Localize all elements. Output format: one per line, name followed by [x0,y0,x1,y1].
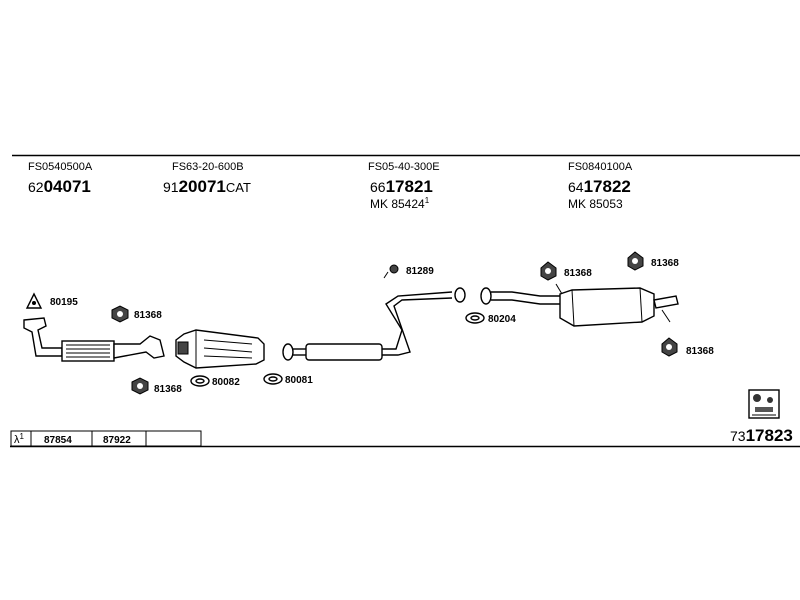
label-80082: 80082 [212,377,240,388]
rear-muffler [480,283,679,327]
label-81368: 81368 [564,268,592,279]
gasket-icon [190,375,210,387]
center-pipe-resonator [282,287,466,361]
assembly-number: 7317823 [730,426,793,445]
label-81368: 81368 [154,384,182,395]
rubber-mount-icon [540,261,557,281]
hanger-icon [383,264,399,279]
mk-number: MK 854241 [370,196,430,211]
label-81368: 81368 [686,346,714,357]
part-code: FS63-20-600B [172,161,244,173]
rubber-mount-icon [627,251,644,271]
part-code: FS05-40-300E [368,161,440,173]
gasket-icon [263,373,283,385]
part-number: 6417822 [568,177,631,196]
warning-triangle-icon [25,292,43,309]
part-header-3: FS05-40-300E 6617821 MK 854241 [368,161,440,211]
hardware-kit-icon [748,389,780,419]
footer-cell-1: 87854 [44,435,72,446]
lambda-symbol: λ1 [14,432,25,446]
catalytic-converter [175,329,265,369]
label-81289: 81289 [406,266,434,277]
part-header-1: FS0540500A 6204071 [28,161,93,196]
rubber-mount-icon [661,337,678,357]
part-number: 6204071 [28,177,91,196]
part-number: 6617821 [370,177,433,196]
footer-cell-2: 87922 [103,435,131,446]
part-number: 9120071CAT [163,177,251,196]
nut-icon [131,377,149,395]
label-80204: 80204 [488,314,516,325]
part-header-2: FS63-20-600B 9120071CAT [163,161,251,196]
footer-table: λ1 87854 87922 [10,430,202,447]
label-81368: 81368 [134,310,162,321]
label-81368: 81368 [651,258,679,269]
gasket-icon [465,312,485,324]
label-80195: 80195 [50,297,78,308]
part-code: FS0840100A [568,161,633,173]
mk-number: MK 85053 [568,197,623,211]
part-header-4: FS0840100A 6417822 MK 85053 [568,161,633,211]
nut-icon [111,305,129,323]
part-code: FS0540500A [28,161,93,173]
front-pipe [23,317,165,362]
label-80081: 80081 [285,375,313,386]
